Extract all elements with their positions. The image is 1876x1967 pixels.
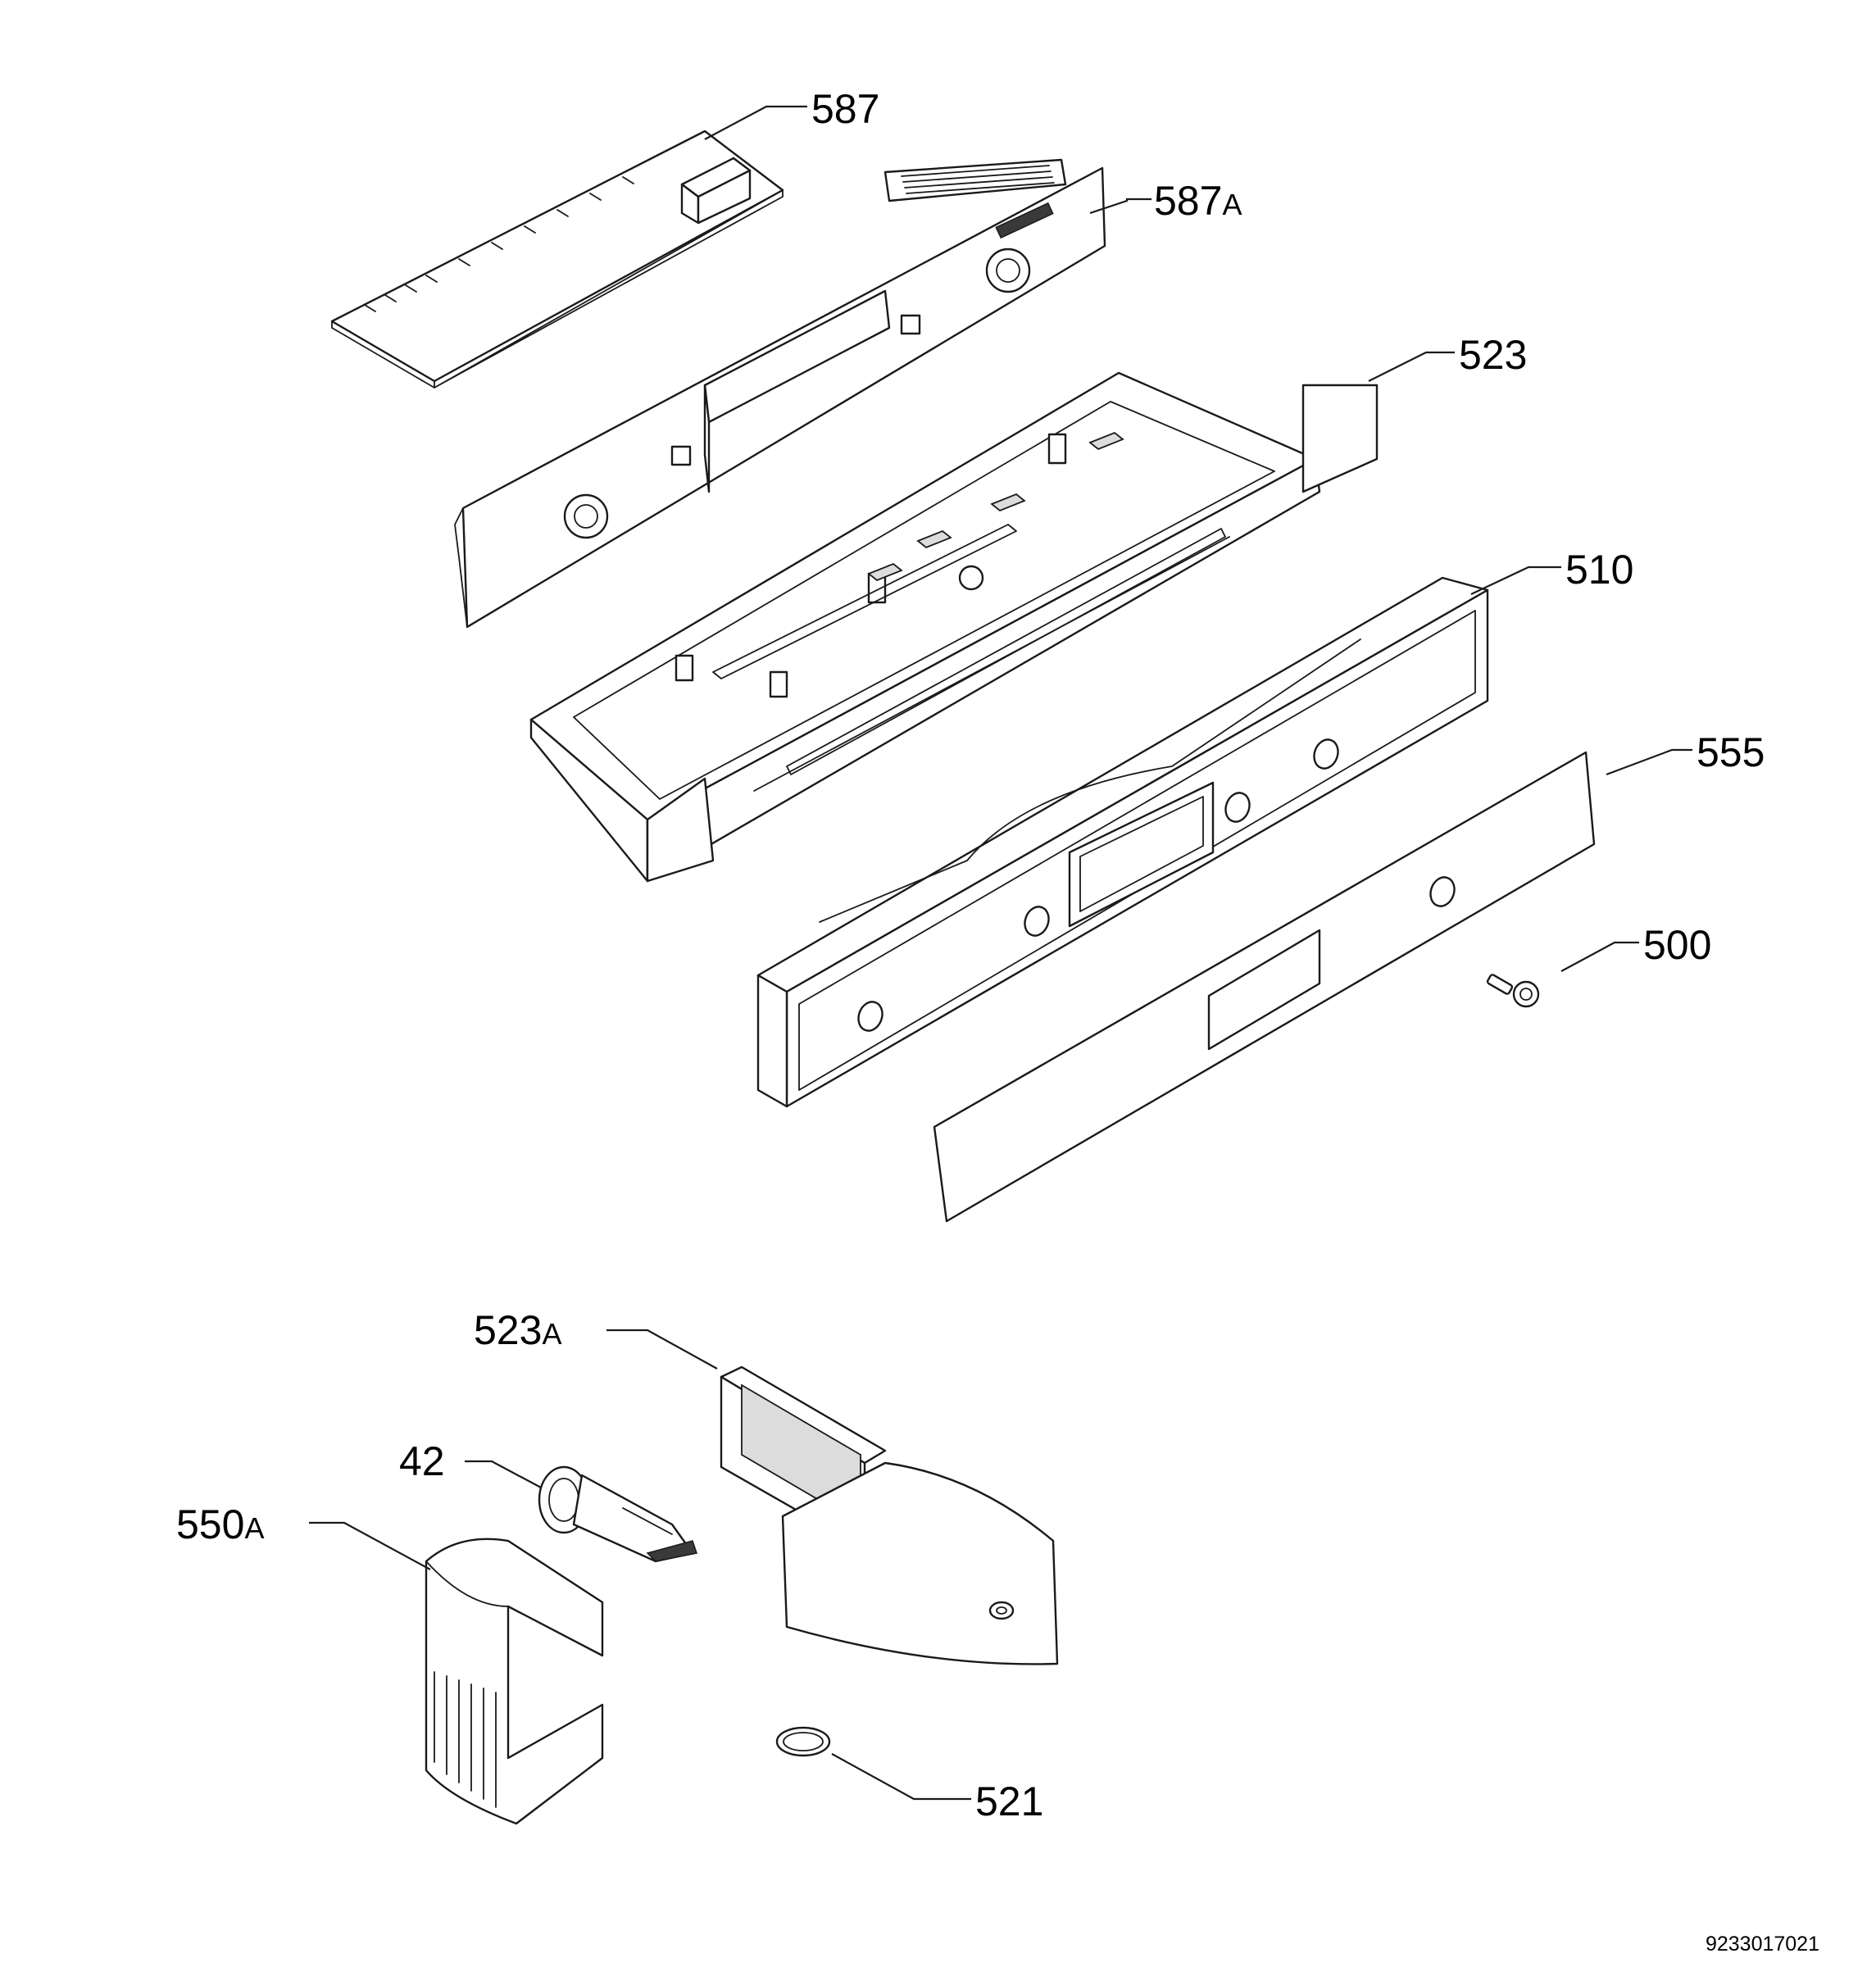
callout-510: 510 bbox=[1565, 547, 1633, 593]
leader-523a bbox=[606, 1329, 718, 1370]
leader-550a bbox=[309, 1521, 431, 1570]
part-510-front-panel bbox=[756, 576, 1489, 1108]
leader-587 bbox=[704, 105, 807, 140]
part-555-decor-foil bbox=[933, 751, 1596, 1223]
part-500-screw bbox=[1486, 974, 1540, 1008]
callout-555: 555 bbox=[1697, 729, 1765, 775]
leader-555 bbox=[1606, 748, 1692, 776]
leader-lines bbox=[309, 105, 1692, 1801]
callout-523: 523 bbox=[1459, 332, 1527, 378]
callout-500: 500 bbox=[1643, 922, 1711, 968]
leader-500 bbox=[1560, 941, 1639, 972]
leader-510 bbox=[1470, 566, 1561, 595]
part-521-o-ring bbox=[775, 1726, 831, 1757]
leader-523 bbox=[1368, 351, 1455, 382]
callout-521: 521 bbox=[975, 1778, 1043, 1824]
leader-42 bbox=[465, 1460, 542, 1488]
part-523a-knob-housing bbox=[720, 1365, 1059, 1665]
leader-587a bbox=[1089, 198, 1151, 215]
part-587a-control-bracket bbox=[454, 158, 1106, 629]
callout-523a: 523A bbox=[474, 1307, 561, 1353]
part-550a-knob-cap bbox=[425, 1538, 604, 1825]
part-587-circuit-board bbox=[330, 129, 784, 388]
callout-587: 587 bbox=[811, 86, 879, 132]
callout-587a: 587A bbox=[1154, 178, 1242, 224]
part-523-housing-frame bbox=[529, 371, 1379, 883]
document-number: 9233017021 bbox=[1706, 1933, 1819, 1956]
part-42-knob-insert bbox=[538, 1465, 697, 1563]
callout-550a: 550A bbox=[176, 1501, 264, 1547]
callout-42: 42 bbox=[399, 1438, 445, 1484]
leader-521 bbox=[831, 1753, 971, 1801]
